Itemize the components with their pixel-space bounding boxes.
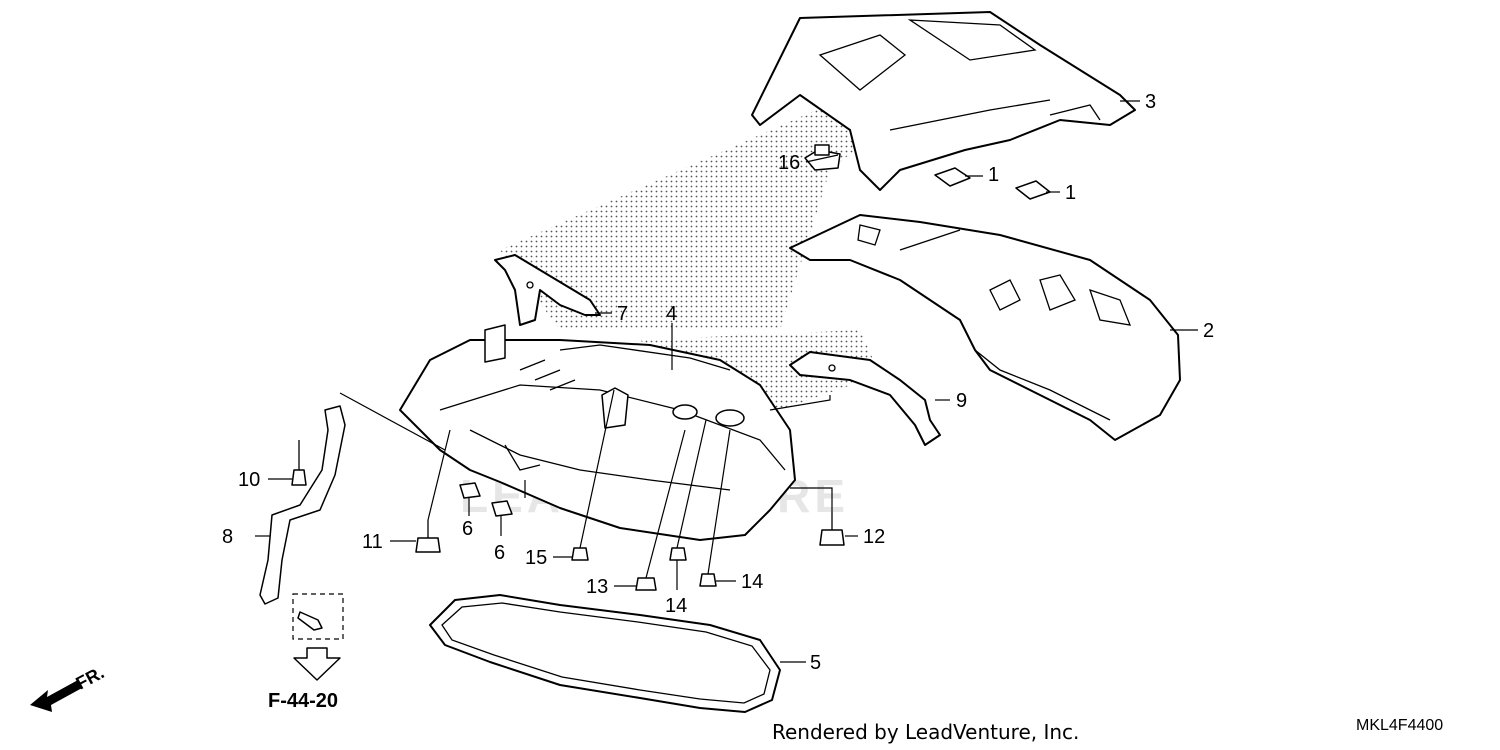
callout-4: 4 <box>666 303 677 325</box>
reference-screw <box>297 611 323 631</box>
part-11-bolt <box>415 520 441 553</box>
callout-13: 13 <box>586 576 608 598</box>
part-3-upper-cover <box>751 11 1136 191</box>
part-8-strap <box>259 405 346 605</box>
part-9-bracket <box>789 351 941 446</box>
part-2-inner-panel <box>789 214 1181 441</box>
part-7-bracket <box>494 254 601 326</box>
part-1-nut-b <box>1015 180 1051 200</box>
part-4-meter-case <box>399 324 796 541</box>
part-6-cushion-b <box>491 500 513 517</box>
callout-9: 9 <box>956 390 967 412</box>
part-14-screw-b <box>699 573 717 587</box>
part-10-screw <box>291 440 307 486</box>
callout-5: 5 <box>810 652 821 674</box>
callout-14b: 14 <box>741 571 763 593</box>
part-15-screw <box>571 547 589 561</box>
callout-3: 3 <box>1145 91 1156 113</box>
front-arrow-icon <box>30 680 82 712</box>
reference-arrow <box>293 647 341 681</box>
callout-14a: 14 <box>665 595 687 617</box>
callout-11: 11 <box>362 531 383 553</box>
callout-2: 2 <box>1203 320 1214 342</box>
callout-6b: 6 <box>494 542 505 564</box>
reference-detail-box <box>292 593 344 640</box>
callout-16: 16 <box>778 152 800 174</box>
callout-1b: 1 <box>1065 182 1076 204</box>
part-12-screw <box>819 512 845 546</box>
diagram-code: MKL4F4400 <box>1356 717 1443 734</box>
callout-12: 12 <box>863 526 885 548</box>
part-13-bolt <box>635 577 657 591</box>
callout-8: 8 <box>222 526 233 548</box>
leader-lines <box>255 100 1198 663</box>
callout-6a: 6 <box>462 518 473 540</box>
callout-7: 7 <box>617 303 628 325</box>
callout-10: 10 <box>238 469 260 491</box>
reference-label: F-44-20 <box>268 690 338 712</box>
part-6-cushion-a <box>459 482 481 499</box>
credit-text: Rendered by LeadVenture, Inc. <box>772 720 1079 744</box>
projection-shading-upper <box>500 95 880 330</box>
part-14-screw-a <box>669 547 687 561</box>
part-5-gasket <box>429 594 781 713</box>
part-16-clip <box>804 144 841 171</box>
callout-15: 15 <box>525 547 547 569</box>
part-1-nut-a <box>934 167 971 187</box>
callout-1a: 1 <box>988 164 999 186</box>
